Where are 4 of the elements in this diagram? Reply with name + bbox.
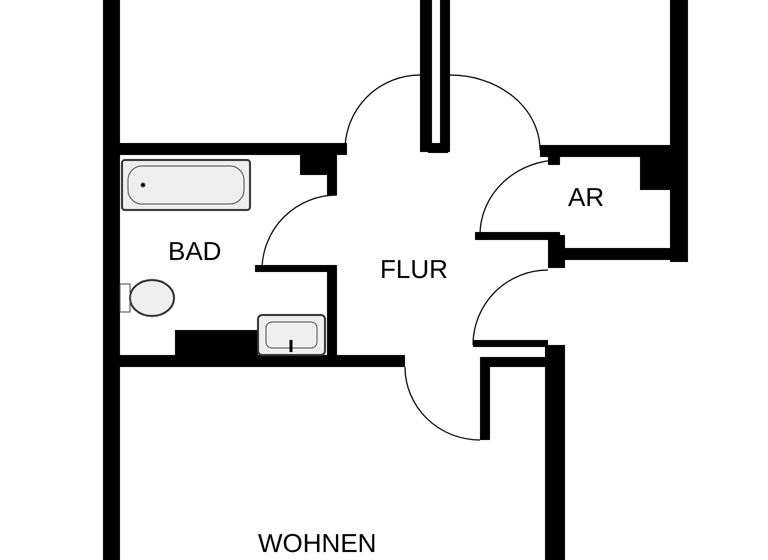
room-label: BAD xyxy=(168,236,222,267)
room-label: AR xyxy=(568,182,604,213)
room-label: WOHNEN xyxy=(258,528,376,559)
room-label: FLUR xyxy=(380,254,448,285)
